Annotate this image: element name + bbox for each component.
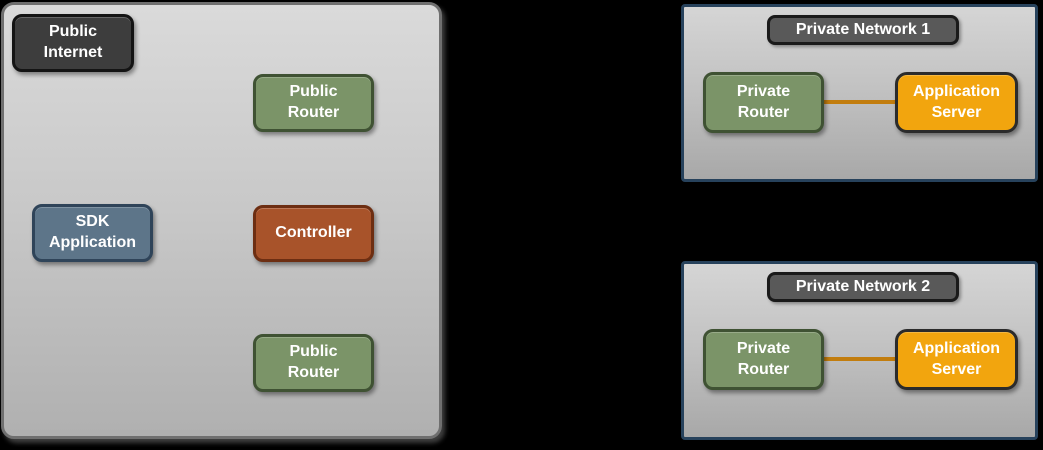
public-router-top-node: Public Router (253, 74, 374, 132)
public-internet-zone: Public Internet Public Router SDK Applic… (1, 2, 442, 439)
private-router-1-label: Private Router (736, 82, 791, 121)
sdk-application-label: SDK Application (48, 213, 137, 251)
controller-node: Controller (253, 205, 374, 262)
private-router-2-node: Private Router (703, 329, 824, 390)
controller-label: Controller (275, 224, 352, 242)
public-internet-node: Public Internet (12, 14, 134, 72)
private-network-1-title-label: Private Network 1 (795, 21, 931, 38)
router-server-link-2 (822, 357, 897, 361)
private-network-1-zone: Private Network 1 Private Router Applica… (681, 4, 1038, 182)
application-server-1-node: Application Server (895, 72, 1018, 133)
application-server-2-label: Application Server (912, 339, 1001, 378)
private-network-2-zone: Private Network 2 Private Router Applica… (681, 261, 1038, 440)
public-router-bottom-node: Public Router (253, 334, 374, 392)
application-server-2-node: Application Server (895, 329, 1018, 390)
public-router-bottom-label: Public Router (287, 343, 340, 381)
router-server-link-1 (822, 100, 897, 104)
public-router-top-label: Public Router (287, 83, 340, 121)
private-network-2-title-label: Private Network 2 (795, 278, 931, 295)
private-router-1-node: Private Router (703, 72, 824, 133)
private-network-1-title: Private Network 1 (767, 15, 959, 45)
private-network-2-title: Private Network 2 (767, 272, 959, 302)
private-router-2-label: Private Router (736, 339, 791, 378)
sdk-application-node: SDK Application (32, 204, 153, 262)
application-server-1-label: Application Server (912, 82, 1001, 121)
public-internet-label: Public Internet (43, 23, 103, 61)
